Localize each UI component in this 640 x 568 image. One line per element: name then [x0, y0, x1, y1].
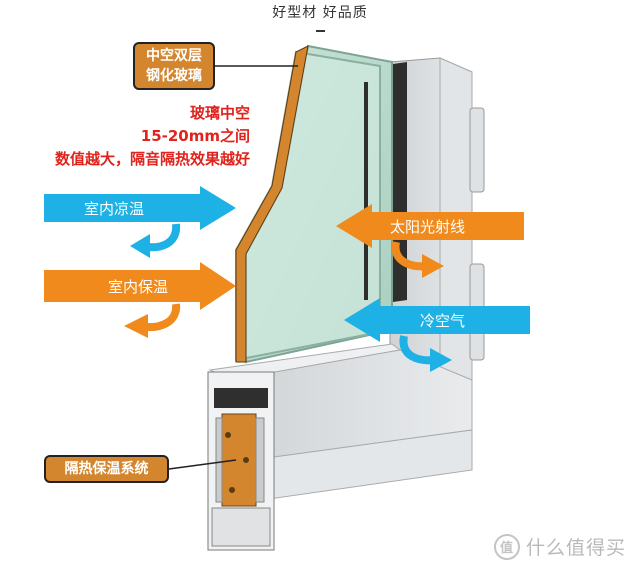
insulation-system-label: 隔热保温系统	[44, 455, 169, 483]
glass-gap-note-line-3: 数值越大，隔音隔热效果越好	[54, 150, 250, 168]
double-glass-label-line-2: 钢化玻璃	[146, 68, 202, 84]
watermark: 值 什么值得买	[493, 533, 626, 560]
watermark-text: 什么值得买	[525, 537, 626, 559]
arrow-indoor-cool	[44, 186, 236, 258]
arrow-indoor-warm	[44, 262, 236, 338]
hinges	[469, 107, 485, 361]
sash-rail	[208, 343, 473, 501]
double-glass-label-line-1: 中空双层	[146, 48, 202, 64]
sunlight-label: 太阳光射线	[390, 218, 466, 236]
double-glass-label: 中空双层 钢化玻璃	[133, 42, 215, 90]
indoor-warm-label: 室内保温	[108, 278, 169, 296]
profile-section	[207, 371, 275, 551]
arrow-cold-air	[344, 298, 530, 372]
indoor-cool-label: 室内凉温	[84, 200, 145, 218]
watermark-logo-icon: 值	[493, 533, 520, 560]
title-underline	[316, 30, 325, 32]
arrow-sunlight	[336, 204, 524, 278]
glass-gap-note-line-1: 玻璃中空	[189, 104, 250, 122]
orange-spacer	[235, 45, 309, 363]
glass-gap-note-line-2: 15-20mm之间	[140, 127, 250, 145]
glass-gap-note: 玻璃中空 15-20mm之间 数值越大，隔音隔热效果越好	[55, 102, 250, 171]
glass-panes	[235, 44, 393, 364]
cold-air-label: 冷空气	[420, 312, 466, 330]
page-title: 好型材 好品质	[272, 5, 368, 21]
